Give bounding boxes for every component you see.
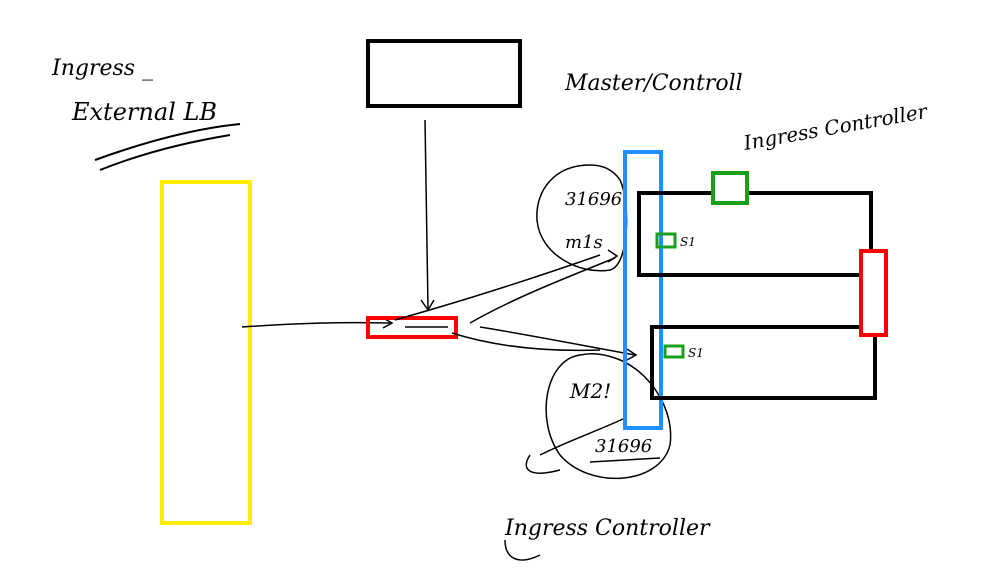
external-lb-label-line2: External LB	[71, 98, 217, 126]
service-to-m1-line	[469, 257, 616, 324]
s1-pod-bottom	[663, 344, 685, 359]
node2-circle	[545, 353, 672, 480]
external-lb-box	[160, 180, 252, 525]
node2-port-label: 31696	[595, 436, 652, 457]
node2-name-label: M2!	[569, 379, 611, 403]
node2-connector-line	[539, 417, 626, 456]
bottom-label-scribble	[504, 539, 541, 561]
master-to-service-arrow	[424, 119, 429, 309]
external-lb-label-line1: Ingress _	[51, 56, 153, 81]
node2-port-underline	[589, 457, 661, 463]
node1-name-label: m1s	[565, 232, 603, 253]
service-box-right	[859, 249, 888, 337]
node2-circle-tail	[525, 454, 561, 474]
service-box	[366, 316, 458, 339]
s1-pod-top	[655, 232, 677, 249]
service-to-m2-line-2	[451, 332, 601, 352]
ingress-controller-pod	[711, 171, 749, 205]
underline-scribble	[94, 123, 241, 171]
ingress-controller-label-top: Ingress Controller	[741, 99, 931, 155]
nodeport-bus	[623, 150, 663, 430]
ingress-controller-label-bottom: Ingress Controller	[504, 516, 711, 541]
node2-box	[650, 325, 877, 400]
s1-label-top: S1	[680, 235, 696, 249]
lb-to-service-line	[241, 321, 391, 328]
arrow-head-icon	[607, 249, 619, 263]
master-box	[366, 39, 522, 108]
arrow-head-icon	[626, 348, 638, 361]
master-label: Master/Controll	[564, 71, 743, 96]
node1-port-label: 31696	[565, 189, 622, 210]
s1-label-bottom: S1	[688, 346, 704, 360]
node1-box	[637, 191, 873, 277]
service-to-m2-line	[479, 326, 636, 356]
node1-circle	[536, 164, 628, 272]
service-to-m1-line-2	[394, 254, 601, 321]
